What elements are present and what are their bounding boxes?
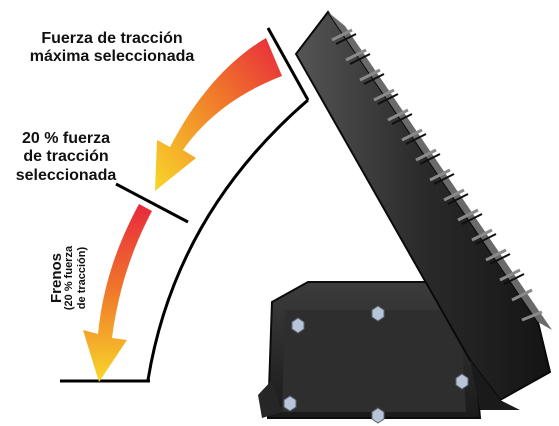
pedal-ribs: [331, 28, 543, 322]
twenty-percent-traction-label: 20 % fuerza de tracción seleccionada: [15, 130, 117, 184]
brakes-sub-label: (20 % fuerza de tracción): [63, 245, 88, 311]
bolt-bottom-left: [283, 395, 297, 412]
bolt-right: [455, 373, 469, 390]
bolt-top-left: [291, 317, 305, 334]
max-traction-arrow: [155, 38, 282, 191]
scale-lines: [60, 27, 310, 383]
bolt-bottom-mid: [371, 407, 385, 424]
brakes-arrow: [83, 204, 152, 382]
bolt-top-mid: [371, 305, 385, 322]
max-traction-tick: [266, 27, 310, 101]
max-traction-label: Fuerza de tracción máxima seleccionada: [29, 30, 195, 66]
hex-bolt-icon: [283, 305, 469, 424]
twenty-percent-tick: [115, 182, 189, 224]
scale-arc: [146, 98, 309, 381]
accelerator-pedal-icon: [258, 10, 552, 424]
